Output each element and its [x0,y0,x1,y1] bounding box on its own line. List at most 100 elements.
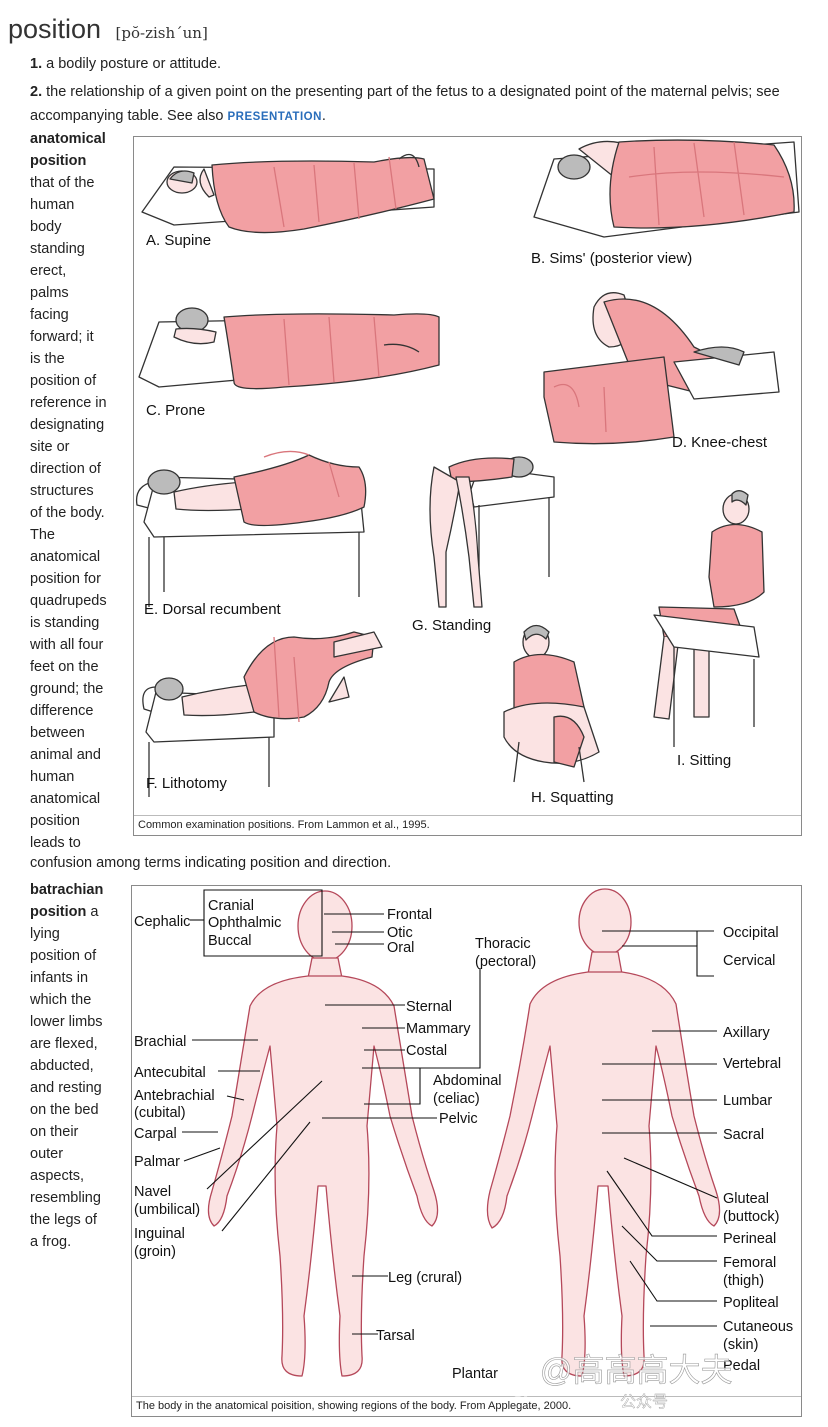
figure2-caption: The body in the anatomical poisition, sh… [132,1396,801,1416]
label-perineal: Perineal [723,1231,776,1247]
region-labels: Cephalic Cranial Ophthalmic Buccal Front… [134,898,793,1382]
batrachian-line: aspects, [30,1168,84,1184]
label-occipital: Occipital [723,925,779,941]
anatomical-line: forward; it [30,329,94,345]
batrachian-line: lower limbs [30,1014,103,1030]
figure1-caption: Common examination positions. From Lammo… [134,815,801,835]
label-buttock: (buttock) [723,1209,779,1225]
anatomical-line: facing [30,307,69,323]
label-cubital: (cubital) [134,1105,186,1121]
anatomical-line: erect, [30,263,67,279]
batrachian-line: the legs of [30,1212,97,1228]
anatomical-line: position of [30,373,97,389]
label-inguinal: Inguinal [134,1226,185,1242]
anatomical-line: structures [30,483,94,499]
dorsal-recumbent-illustration [135,450,367,607]
sitting-illustration [653,490,765,747]
label-navel: Navel [134,1184,171,1200]
sense-text: a bodily posture or attitude. [46,56,222,72]
label-pelvic: Pelvic [439,1111,478,1127]
anatomical-line: position [30,813,80,829]
anatomical-line: direction of [30,461,101,477]
label-sacral: Sacral [723,1127,764,1143]
label-cranial: Cranial [208,898,254,914]
label-ophthalmic: Ophthalmic [208,915,281,931]
label-femoral: Femoral [723,1255,776,1271]
anatomical-line: that of the [30,175,95,191]
label-squatting: H. Squatting [531,789,614,806]
sense-2: 2. the relationship of a given point on … [30,84,780,124]
anatomical-line: human [30,197,75,213]
label-tarsal: Tarsal [376,1328,415,1344]
term-batrachian: batrachian [30,882,104,898]
anatomical-line: anatomical [30,549,101,565]
supine-illustration [141,153,435,234]
anatomical-line: quadrupeds [30,593,107,609]
label-abdominal: Abdominal [433,1073,502,1089]
batrachian-line: lying [30,926,60,942]
label-thoracic: Thoracic [475,936,531,952]
examination-positions-figure: A. Supine B. Sims' (posterior view) C. P… [133,136,802,836]
sense-text-line2: accompanying table. See also [30,108,228,124]
label-sims: B. Sims' (posterior view) [531,250,692,267]
label-skin: (skin) [723,1337,758,1353]
standing-illustration [429,456,555,608]
batrachian-line: infants in [30,970,89,986]
sense-number: 1. [30,56,43,72]
pronunciation: [pŏ-zish´un] [115,24,208,42]
label-lithotomy: F. Lithotomy [146,775,227,792]
label-cephalic: Cephalic [134,914,190,930]
label-antebrachial: Antebrachial [134,1088,215,1104]
term-anatomical-position-2: position [30,153,87,169]
anatomical-line: is the [30,351,65,367]
watermark-text: @高高高大夫 [540,1352,733,1388]
batrachian-line: are flexed, [30,1036,98,1052]
term-anatomical-position-1: anatomical [30,131,106,147]
anatomical-line: feet on the [30,659,99,675]
label-axillary: Axillary [723,1025,770,1041]
front-body [207,890,439,1377]
watermark: @高高高大夫 公众号 [497,1351,733,1411]
anatomical-line: animal and [30,747,101,763]
body-regions-figure: Cephalic Cranial Ophthalmic Buccal Front… [131,885,802,1417]
batrachian-line: a frog. [30,1234,72,1250]
batrachian-line: which the [30,992,92,1008]
presentation-link[interactable]: PRESENTATION [227,111,322,123]
anatomical-line: of the body. [30,505,105,521]
label-buccal: Buccal [208,933,252,949]
anatomical-line: body [30,219,62,235]
batrachian-line: position of [30,948,97,964]
anatomical-line: with all four [30,637,104,653]
batrachian-line: and resting [30,1080,102,1096]
anatomical-line: designating [30,417,105,433]
label-vertebral: Vertebral [723,1056,781,1072]
leader-lines [182,889,718,1335]
label-cutaneous: Cutaneous [723,1319,793,1335]
anatomical-line: reference in [30,395,107,411]
label-pedal: Pedal [723,1358,760,1374]
term-batrachian-position: position [30,904,87,920]
prone-illustration [138,307,440,390]
label-costal: Costal [406,1043,447,1059]
label-brachial: Brachial [134,1034,186,1050]
anatomical-line: difference [30,703,94,719]
label-knee-chest: D. Knee-chest [672,434,768,451]
label-frontal: Frontal [387,907,432,923]
label-sternal: Sternal [406,999,452,1015]
anatomical-line: site or [30,439,70,455]
anatomical-position-definition: anatomical position that of the human body… [30,128,120,854]
anatomical-definition-tail: confusion among terms indicating positio… [30,855,392,871]
anatomical-line: between [30,725,85,741]
anatomical-line: human [30,769,75,785]
label-lumbar: Lumbar [723,1093,772,1109]
batrachian-line: abducted, [30,1058,94,1074]
watermark-subtext: 公众号 [620,1393,668,1411]
label-leg-crural: Leg (crural) [388,1270,462,1286]
lithotomy-illustration [142,631,383,797]
sense-number: 2. [30,84,43,100]
batrachian-line: resembling [30,1190,101,1206]
label-prone: C. Prone [146,402,205,419]
sense-1: 1. a bodily posture or attitude. [30,52,221,76]
label-palmar: Palmar [134,1154,180,1170]
